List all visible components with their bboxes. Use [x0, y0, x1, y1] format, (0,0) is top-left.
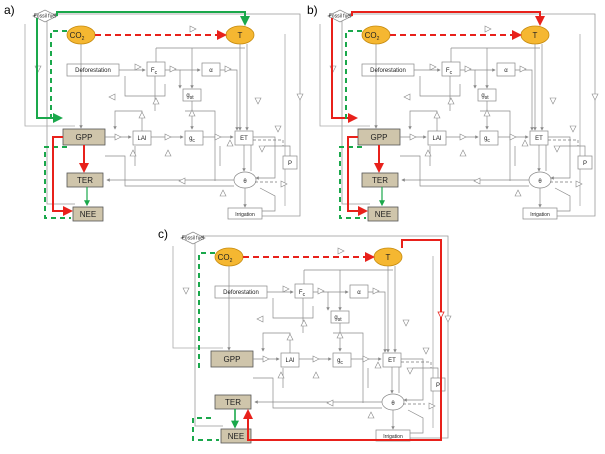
precipitation-node-b: P: [583, 161, 587, 167]
fossil-fuel-label-c: Fossil fuel: [182, 236, 205, 242]
irrigation-node-c: Irrigation: [383, 434, 403, 440]
lai-node-c: LAI: [285, 358, 294, 364]
gpp-node-a: GPP: [76, 133, 93, 142]
temperature-node-c: T: [386, 253, 391, 262]
fc-node-a: Fc: [151, 68, 158, 76]
ter-node-b: TER: [372, 176, 388, 185]
panel-b: [320, 10, 598, 221]
nee-node-b: NEE: [375, 210, 391, 219]
soil-moisture-node-c: θ: [391, 401, 395, 407]
panel-label-c: c): [158, 227, 168, 241]
panel-label-b: b): [307, 3, 318, 17]
gst-node-c: gst: [334, 315, 342, 323]
fc-node-b: Fc: [446, 68, 453, 76]
ter-node-a: TER: [77, 176, 93, 185]
fossil-fuel-label-b: Fossil fuel: [329, 14, 352, 20]
panel-c: [173, 232, 451, 443]
co2-node-a: CO2: [70, 31, 85, 42]
nee-node-c: NEE: [228, 432, 244, 441]
soil-moisture-node-b: θ: [538, 179, 542, 185]
co2-node-c: CO2: [218, 253, 233, 264]
et-node-a: ET: [240, 136, 248, 142]
lai-node-a: LAI: [137, 136, 146, 142]
irrigation-node-a: Irrigation: [235, 212, 255, 218]
precipitation-node-a: P: [288, 161, 292, 167]
irrigation-node-b: Irrigation: [530, 212, 550, 218]
panel-label-a: a): [4, 3, 15, 17]
gpp-node-b: GPP: [371, 133, 388, 142]
deforestation-node-b: Deforestation: [370, 68, 406, 74]
gc-node-a: gc: [189, 136, 195, 144]
fc-node-c: Fc: [299, 290, 306, 298]
et-node-c: ET: [388, 358, 396, 364]
gst-node-b: gst: [481, 93, 489, 101]
gpp-node-c: GPP: [224, 355, 241, 364]
temperature-node-b: T: [533, 31, 538, 40]
fossil-fuel-label-a: Fossil fuel: [34, 14, 57, 20]
soil-moisture-node-a: θ: [243, 179, 247, 185]
ter-node-c: TER: [225, 398, 241, 407]
gc-node-b: gc: [484, 136, 490, 144]
gst-node-a: gst: [186, 93, 194, 101]
alpha-node-c: α: [357, 290, 361, 296]
alpha-node-b: α: [504, 68, 508, 74]
precipitation-node-c: P: [436, 383, 440, 389]
deforestation-node-c: Deforestation: [223, 290, 259, 296]
lai-node-b: LAI: [432, 136, 441, 142]
alpha-node-a: α: [209, 68, 213, 74]
co2-node-b: CO2: [365, 31, 380, 42]
et-node-b: ET: [535, 136, 543, 142]
deforestation-node-a: Deforestation: [75, 68, 111, 74]
temperature-node-a: T: [238, 31, 243, 40]
gc-node-c: gc: [337, 358, 343, 366]
nee-node-a: NEE: [80, 210, 96, 219]
panel-a: [25, 10, 303, 221]
